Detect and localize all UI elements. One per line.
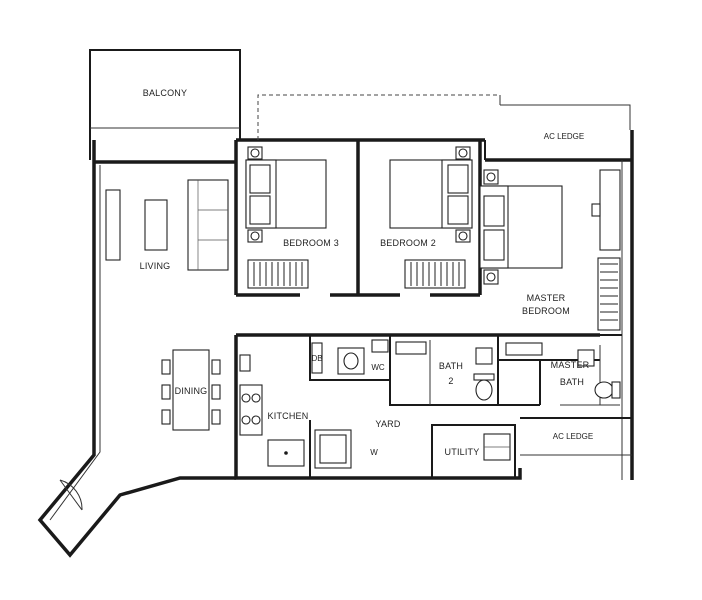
kitchen-furniture — [239, 354, 352, 469]
label-balcony: BALCONY — [143, 88, 187, 98]
label-bath2-1: BATH — [439, 361, 463, 371]
utility-furniture — [483, 433, 511, 461]
entrance-door — [59, 479, 83, 511]
label-master-bedroom-1: MASTER — [527, 293, 566, 303]
living-furniture — [105, 179, 229, 271]
label-ac-ledge-bottom: AC LEDGE — [553, 432, 593, 441]
label-w: W — [370, 448, 378, 457]
bedroom3-furniture — [245, 146, 327, 289]
wardrobe-bedroom2 — [404, 259, 466, 289]
bath2-furniture — [395, 341, 495, 401]
label-ac-ledge-top: AC LEDGE — [544, 132, 584, 141]
label-master-bath-2: BATH — [560, 377, 584, 387]
master-bedroom-furniture — [479, 169, 621, 331]
label-kitchen: KITCHEN — [268, 411, 309, 421]
label-wc: WC — [371, 363, 385, 372]
master-bath-furniture — [505, 342, 621, 399]
label-bedroom3: BEDROOM 3 — [283, 238, 339, 248]
label-db: DB — [311, 354, 322, 363]
wardrobe-bedroom3 — [247, 259, 309, 289]
dining-furniture — [161, 349, 221, 431]
wc-furniture — [311, 339, 389, 375]
label-bath2-2: 2 — [448, 376, 453, 386]
label-living: LIVING — [140, 261, 171, 271]
label-master-bath-1: MASTER — [551, 360, 590, 370]
bedroom2-furniture — [389, 146, 473, 289]
label-dining: DINING — [175, 386, 208, 396]
label-master-bedroom-2: BEDROOM — [522, 306, 570, 316]
wardrobe-master — [597, 257, 621, 331]
room-labels: BALCONY LIVING DINING BEDROOM 3 BEDROOM … — [140, 88, 594, 457]
label-yard: YARD — [375, 419, 400, 429]
label-bedroom2: BEDROOM 2 — [380, 238, 436, 248]
label-utility: UTILITY — [445, 447, 480, 457]
